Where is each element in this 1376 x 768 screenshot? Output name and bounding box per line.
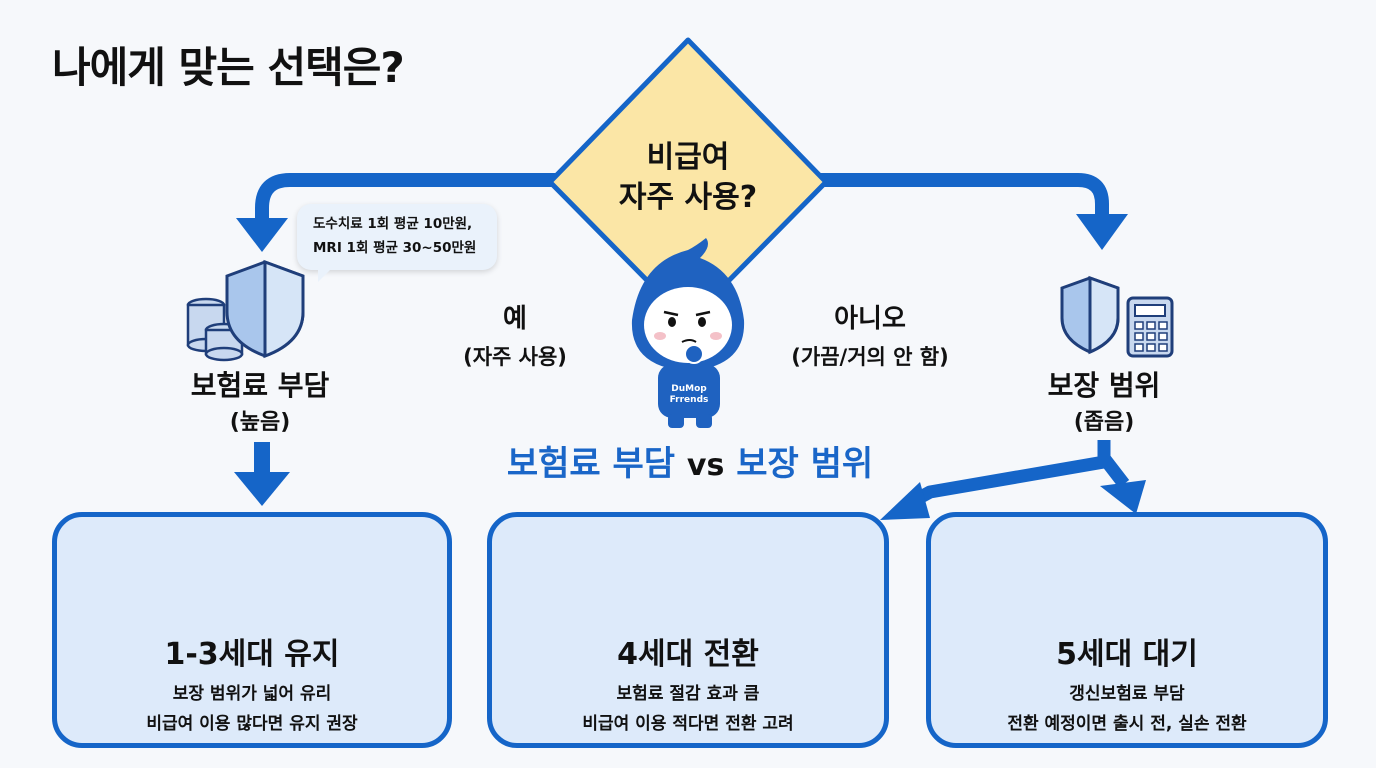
card-line1: 보험료 절감 효과 큼 — [616, 684, 760, 704]
yes-branch-label: 예 (자주 사용) — [440, 298, 590, 371]
decision-question: 비급여 자주 사용? — [588, 138, 788, 218]
card-wait-gen5: 5세대 대기 갱신보험료 부담 전환 예정이면 출시 전, 실손 전환 — [926, 512, 1328, 748]
mascot-shirt-text: DuMop Frrends — [660, 384, 718, 406]
right-node-sub: (좁음) — [1073, 410, 1135, 435]
right-to-middle-line — [904, 440, 1111, 510]
right-to-middle-arrowhead — [880, 482, 930, 520]
yes-branch-line — [255, 173, 560, 222]
no-branch-arrowhead — [1076, 214, 1128, 250]
yes-branch-arrowhead — [236, 218, 288, 252]
right-node-title: 보장 범위 — [1047, 369, 1161, 402]
card-switch-gen4: 4세대 전환 보험료 절감 효과 큼 비급여 이용 적다면 전환 고려 — [487, 512, 889, 748]
no-branch-line — [816, 173, 1109, 218]
cost-speech-bubble: 도수치료 1회 평균 10만원, MRI 1회 평균 30~50만원 — [297, 204, 497, 270]
left-down-arrow-shaft — [254, 442, 270, 476]
comparison-left: 보험료 부담 — [506, 444, 676, 484]
card-line2: 비급여 이용 많다면 유지 권장 — [146, 714, 358, 734]
no-branch-label: 아니오 (가끔/거의 안 함) — [770, 298, 970, 371]
card-keep-gen1-3: 1-3세대 유지 보장 범위가 넓어 유리 비급여 이용 많다면 유지 권장 — [52, 512, 452, 748]
mascot-shirt-line2: Frrends — [669, 395, 709, 405]
comparison-right: 보장 범위 — [736, 444, 874, 484]
right-node: 보장 범위 (좁음) — [1004, 364, 1204, 436]
coins-shield-icon — [186, 259, 305, 362]
left-node-sub: (높음) — [229, 410, 291, 435]
comparison-vs: vs — [686, 448, 725, 483]
card-line2: 비급여 이용 적다면 전환 고려 — [582, 714, 794, 734]
card-title: 5세대 대기 — [1056, 637, 1198, 672]
bubble-line2: MRI 1회 평균 30~50만원 — [313, 240, 477, 256]
mascot-character — [631, 238, 745, 428]
decision-question-line1: 비급여 — [646, 140, 730, 175]
comparison-heading: 보험료 부담 vs 보장 범위 — [500, 436, 880, 485]
left-down-arrow-head — [234, 472, 290, 506]
no-sublabel: (가끔/거의 안 함) — [791, 345, 949, 369]
shield-calculator-icon — [1060, 275, 1174, 358]
left-node: 보험료 부담 (높음) — [160, 364, 360, 436]
mascot-shirt-line1: DuMop — [671, 384, 707, 394]
card-title: 1-3세대 유지 — [164, 637, 340, 672]
yes-sublabel: (자주 사용) — [463, 345, 567, 369]
left-node-title: 보험료 부담 — [190, 369, 330, 402]
card-line1: 보장 범위가 넓어 유리 — [172, 684, 332, 704]
yes-label: 예 — [503, 304, 527, 334]
speech-bubble-tail — [318, 266, 334, 282]
page-title: 나에게 맞는 선택은? — [52, 43, 405, 92]
card-line2: 전환 예정이면 출시 전, 실손 전환 — [1007, 714, 1247, 734]
no-label: 아니오 — [834, 304, 906, 334]
card-title: 4세대 전환 — [617, 637, 759, 672]
bubble-line1: 도수치료 1회 평균 10만원, — [313, 216, 473, 232]
card-line1: 갱신보험료 부담 — [1069, 684, 1185, 704]
right-down-line — [1098, 454, 1130, 488]
right-down-arrowhead — [1100, 480, 1146, 514]
decision-question-line2: 자주 사용? — [618, 180, 758, 215]
